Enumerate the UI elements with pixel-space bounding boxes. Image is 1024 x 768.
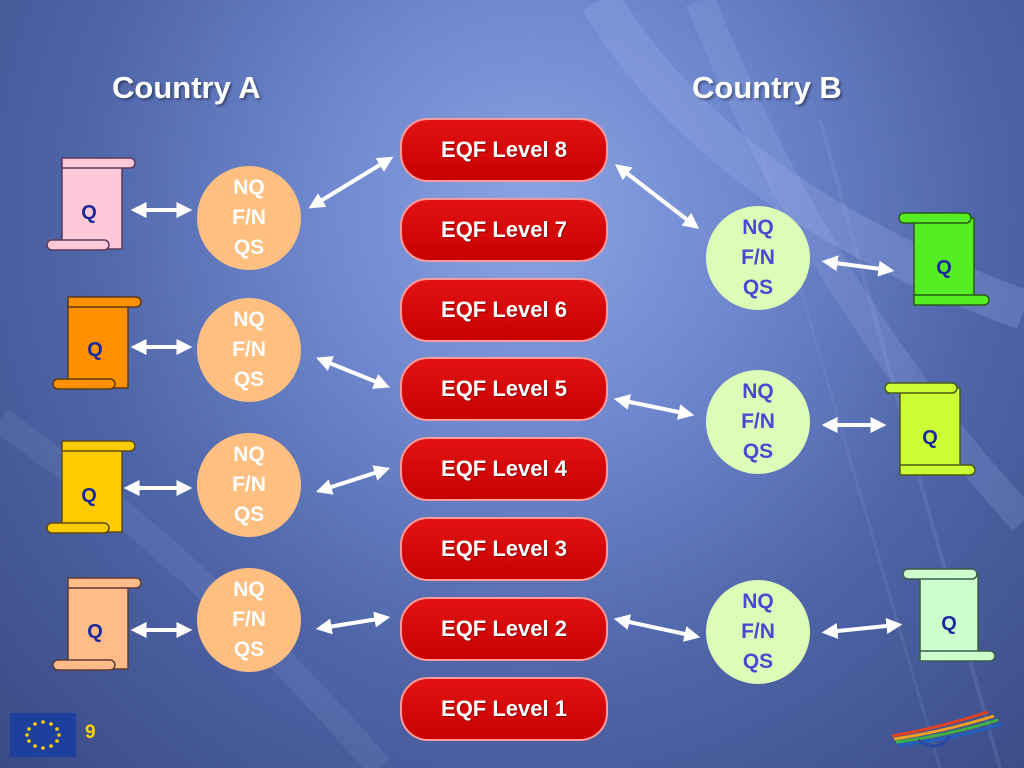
double-arrow-b3-q	[821, 618, 903, 639]
qualification-scroll-a-1: Q	[46, 157, 136, 251]
svg-text:Q: Q	[941, 613, 957, 635]
page-number: 9	[85, 722, 96, 743]
double-arrow-eqf5-b2	[613, 394, 695, 420]
double-arrow-eqf2-b3	[613, 614, 701, 642]
eqf-level-4: EQF Level 4	[400, 437, 608, 501]
double-arrow-a4-eqf2	[315, 611, 391, 635]
double-arrow-eqf8-b1	[614, 164, 700, 229]
nqf-circle-b-1: NQF/NQS	[706, 206, 810, 310]
nqf-circle-b-3: NQF/NQS	[706, 580, 810, 684]
nqf-circle-a-3: NQF/NQS	[197, 433, 301, 537]
eu-flag-icon	[10, 713, 76, 757]
nqf-circle-b-2: NQF/NQS	[706, 370, 810, 474]
programme-logo-icon	[891, 710, 1003, 748]
nqf-circle-a-4: NQF/NQS	[197, 568, 301, 672]
qualification-scroll-a-4: Q	[52, 577, 142, 671]
eqf-level-3: EQF Level 3	[400, 517, 608, 581]
double-arrow-b1-q	[821, 255, 895, 277]
eqf-level-1: EQF Level 1	[400, 677, 608, 741]
country-b-title: Country B	[692, 70, 842, 105]
eqf-level-8: EQF Level 8	[400, 118, 608, 182]
nqf-circle-a-1: NQF/NQS	[197, 166, 301, 270]
svg-text:Q: Q	[87, 339, 103, 361]
eqf-level-7: EQF Level 7	[400, 198, 608, 262]
double-arrow-a2-eqf5	[316, 356, 390, 389]
eqf-level-5: EQF Level 5	[400, 357, 608, 421]
svg-text:Q: Q	[81, 485, 97, 507]
eqf-level-2: EQF Level 2	[400, 597, 608, 661]
nqf-circle-a-2: NQF/NQS	[197, 298, 301, 402]
double-arrow-a3-eqf4	[315, 465, 391, 495]
qualification-scroll-b-3: Q	[902, 568, 996, 662]
eqf-level-6: EQF Level 6	[400, 278, 608, 342]
svg-text:Q: Q	[87, 621, 103, 643]
qualification-scroll-b-1: Q	[898, 212, 990, 306]
svg-text:Q: Q	[81, 202, 97, 224]
svg-text:Q: Q	[936, 257, 952, 279]
qualification-scroll-a-3: Q	[46, 440, 136, 534]
qualification-scroll-b-2: Q	[884, 382, 976, 476]
double-arrow-a1-eqf8	[308, 156, 394, 209]
country-a-title: Country A	[112, 70, 261, 105]
svg-text:Q: Q	[922, 427, 938, 449]
qualification-scroll-a-2: Q	[52, 296, 142, 390]
